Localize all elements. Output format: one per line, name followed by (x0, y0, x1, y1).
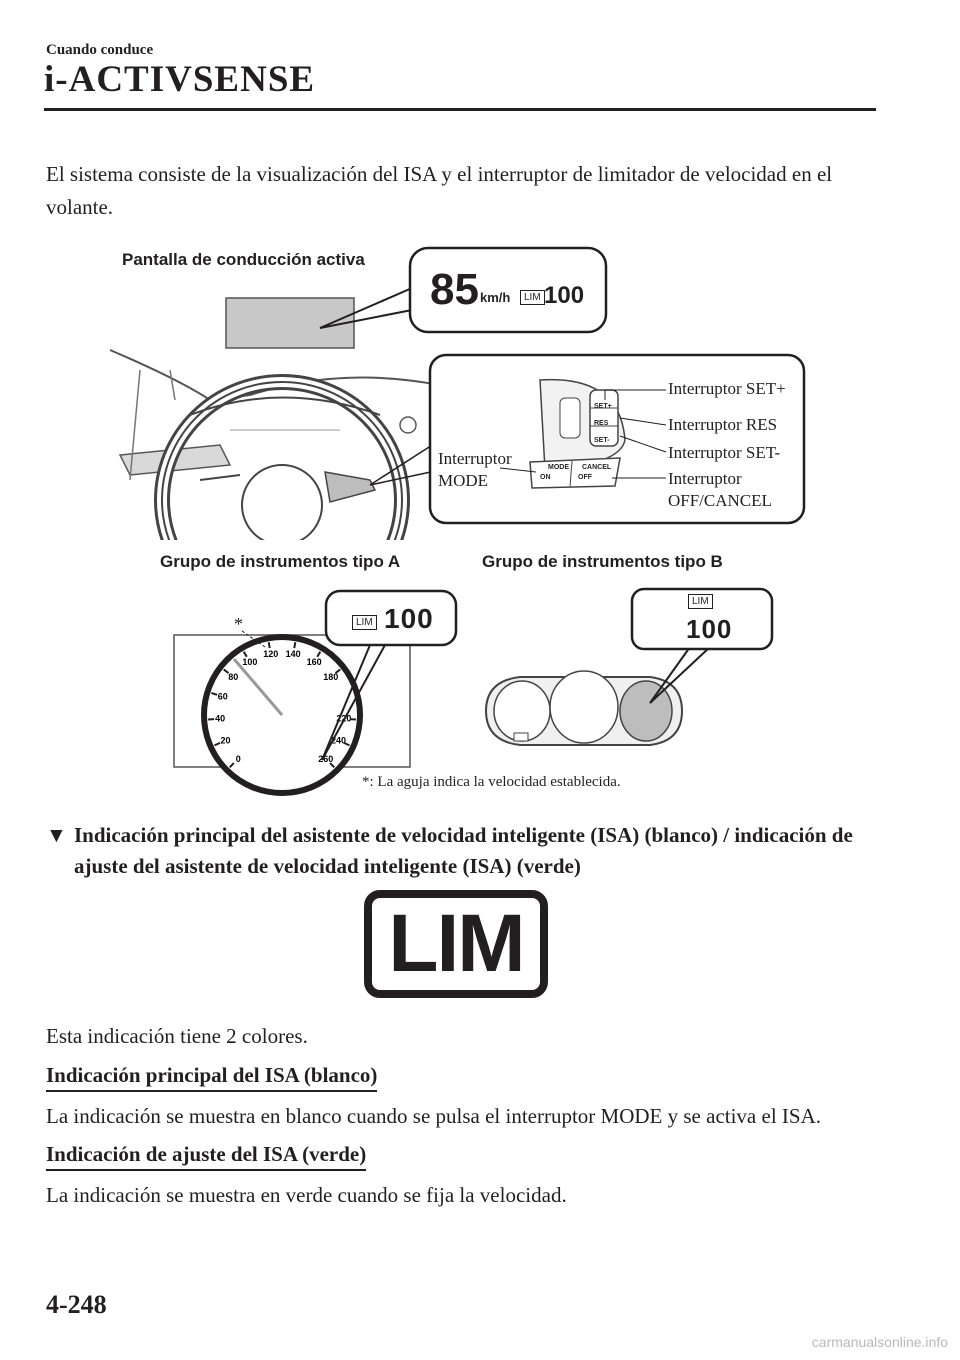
hud-lim-badge: LIM (520, 290, 545, 305)
cluster-a-limit: 100 (384, 603, 434, 634)
gauge-tick-mark (223, 668, 230, 674)
hud-area (225, 297, 355, 349)
green-indicator-heading: Indicación de ajuste del ISA (verde) (46, 1142, 367, 1171)
cluster-a-lim-badge: LIM (352, 615, 377, 630)
cluster-b-lim-badge: LIM (688, 594, 713, 609)
button-res: RES (594, 420, 609, 427)
label-res: Interruptor RES (668, 415, 778, 434)
button-mode: MODE (548, 464, 569, 471)
page-number: 4-248 (46, 1290, 107, 1319)
white-indicator-text: La indicación se muestra en blanco cuand… (46, 1104, 822, 1128)
gauge-tick-label: 120 (263, 649, 278, 659)
gauge-tick-mark (214, 741, 221, 747)
lim-indicator-icon: LIM (364, 890, 548, 998)
cluster-b-limit: 100 (686, 614, 733, 644)
gauge-tick-label: 60 (218, 692, 228, 702)
gauge-tick-label: 240 (331, 735, 346, 745)
button-cancel: CANCEL (582, 464, 612, 471)
colors-paragraph: Esta indicación tiene 2 colores. (46, 1024, 308, 1048)
gauge-tick-mark (242, 651, 248, 658)
gauge-tick-label: 180 (323, 672, 338, 682)
hud-limit: 100 (544, 282, 585, 309)
label-set-plus: Interruptor SET+ (668, 379, 786, 398)
hud-unit: km/h (480, 290, 511, 305)
instrument-cluster-figure: 020406080100120140160180220240260 (173, 587, 774, 796)
gauge-tick-label: 100 (242, 657, 257, 667)
gauge-tick-label: 40 (215, 714, 225, 724)
button-on: ON (540, 474, 551, 481)
cluster-a-label: Grupo de instrumentos tipo A (160, 552, 401, 571)
gauge-tick-mark (343, 741, 350, 747)
gauge-tick-mark (316, 651, 322, 658)
watermark: carmanualsonline.info (811, 1334, 948, 1350)
cluster-b-label: Grupo de instrumentos tipo B (482, 552, 723, 571)
switch-highlight (324, 471, 377, 503)
section-name: Cuando conduce (46, 42, 154, 58)
gauge-tick-mark (329, 762, 336, 769)
intro-paragraph: El sistema consiste de la visualización … (46, 162, 833, 219)
gauge-tick-mark (334, 668, 341, 674)
section-marker: ▼ (46, 823, 67, 847)
figure-footnote: *: La aguja indica la velocidad establec… (362, 774, 621, 790)
cluster-b-highlight (619, 680, 673, 742)
active-display-label: Pantalla de conducción activa (122, 250, 365, 269)
header-divider (44, 108, 876, 111)
gauge-tick-mark (267, 642, 271, 649)
button-off: OFF (578, 474, 592, 481)
gauge-tick-label: 260 (318, 754, 333, 764)
button-set-plus: SET+ (594, 403, 612, 410)
gauge-tick-label: 140 (286, 649, 301, 659)
label-set-minus: Interruptor SET- (668, 443, 781, 462)
white-indicator-heading: Indicación principal del ISA (blanco) (46, 1063, 378, 1092)
needle-asterisk: * (234, 614, 243, 634)
steering-wheel-figure (109, 246, 806, 540)
indicator-subheading: ▼ Indicación principal del asistente de … (46, 820, 866, 882)
gauge-tick-label: 20 (220, 735, 230, 745)
gauge-tick-label: 0 (236, 754, 241, 764)
gauge-tick-mark (293, 642, 297, 649)
gauge-tick-mark (228, 762, 235, 769)
gauge-tick-label: 80 (228, 672, 238, 682)
page-title: i-ACTIVSENSE (44, 59, 316, 100)
hud-speed: 85 (430, 265, 479, 314)
gauge-tick-mark (211, 692, 218, 696)
label-off-cancel: Interruptor OFF/CANCEL (668, 469, 772, 510)
button-set-minus: SET- (594, 437, 610, 444)
gauge-tick-label: 160 (307, 657, 322, 667)
green-indicator-text: La indicación se muestra en verde cuando… (46, 1183, 567, 1207)
label-mode: Interruptor MODE (438, 449, 512, 490)
